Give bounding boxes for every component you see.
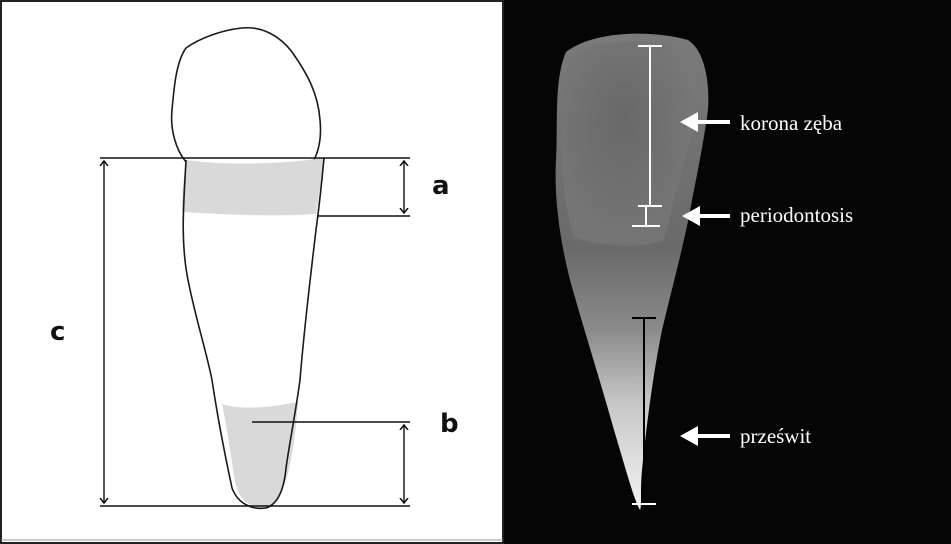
label-crown: korona zęba (740, 111, 843, 135)
label-b: b (440, 409, 459, 439)
label-translucency: prześwit (740, 424, 811, 448)
radiograph-svg: korona zęba periodontosis prześwit (504, 0, 951, 544)
shaded-region-a (182, 158, 324, 215)
label-a: a (432, 171, 450, 201)
label-c: c (50, 317, 65, 347)
label-periodontosis: periodontosis (740, 203, 853, 227)
schematic-svg: a b c (0, 0, 504, 544)
radiograph-panel: korona zęba periodontosis prześwit (504, 0, 951, 544)
schematic-panel: a b c (0, 0, 504, 544)
